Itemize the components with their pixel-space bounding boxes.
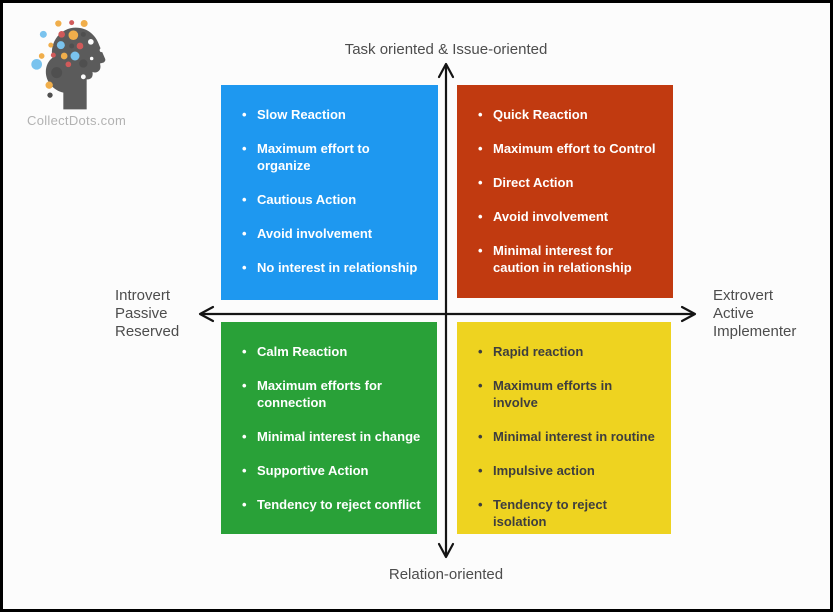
arrow-left-icon [198,305,215,323]
list-item: Slow Reaction [241,106,430,123]
list-item: Rapid reaction [477,343,663,360]
logo-caption: CollectDots.com [27,113,127,128]
list-item: Tendency to reject isolation [477,496,663,530]
list-item: Maximum effort to organize [241,140,430,174]
list-item: Maximum efforts in involve [477,377,663,411]
head-with-dots-icon [31,20,106,110]
quadrant-bottom-left-list: Calm Reaction Maximum efforts for connec… [241,343,429,513]
list-item: Cautious Action [241,191,430,208]
list-item: Direct Action [477,174,665,191]
axis-label-relation-oriented: Relation-oriented [388,566,504,583]
quadrant-top-left: Slow Reaction Maximum effort to organize… [221,85,438,300]
list-item: No interest in relationship [241,259,430,276]
list-item: Quick Reaction [477,106,665,123]
axis-label-right-line3: Implementer [713,323,797,340]
axis-label-left-line3: Reserved [115,323,180,340]
axis-label-task-oriented: Task oriented & Issue-oriented [344,41,548,58]
list-item: Impulsive action [477,462,663,479]
list-item: Supportive Action [241,462,429,479]
list-item: Calm Reaction [241,343,429,360]
quadrant-top-right: Quick Reaction Maximum effort to Control… [457,85,673,298]
list-item: Avoid involvement [241,225,430,242]
arrow-right-icon [680,305,697,323]
list-item: Minimal interest for caution in relation… [477,242,665,276]
list-item: Maximum effort to Control [477,140,665,157]
quadrant-bottom-right: Rapid reaction Maximum efforts in involv… [457,322,671,534]
axis-label-left-line1: Introvert [115,287,171,304]
axis-label-left-line2: Passive [115,305,168,322]
quadrant-bottom-left: Calm Reaction Maximum efforts for connec… [221,322,437,534]
list-item: Avoid involvement [477,208,665,225]
collectdots-logo: CollectDots.com [25,11,155,128]
arrow-up-icon [437,62,455,79]
quadrant-top-left-list: Slow Reaction Maximum effort to organize… [241,106,430,276]
list-item: Minimal interest in routine [477,428,663,445]
list-item: Minimal interest in change [241,428,429,445]
quadrant-bottom-right-list: Rapid reaction Maximum efforts in involv… [477,343,663,530]
axis-label-introvert: Introvert Passive Reserved [115,287,179,341]
axis-label-extrovert: Extrovert Active Implementer [713,287,796,341]
axis-label-right-line1: Extrovert [713,287,774,304]
list-item: Tendency to reject conflict [241,496,429,513]
quadrant-top-right-list: Quick Reaction Maximum effort to Control… [477,106,665,276]
list-item: Maximum efforts for connection [241,377,429,411]
axis-label-right-line2: Active [713,305,754,322]
arrow-down-icon [437,542,455,559]
